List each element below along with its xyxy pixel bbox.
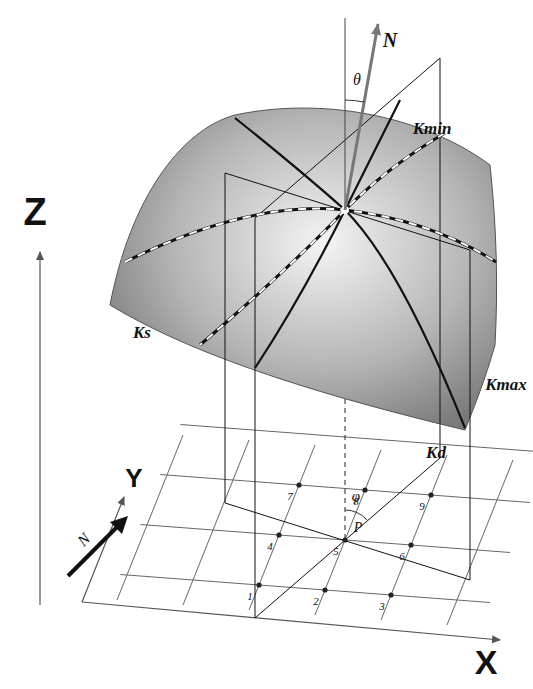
grid-point	[408, 542, 413, 547]
grid-line	[381, 455, 447, 620]
grid-line	[249, 445, 315, 610]
north-label: N	[75, 531, 94, 550]
angle-label: θ	[353, 72, 361, 88]
callout-number: 1	[247, 591, 253, 602]
callout-number: 9	[419, 501, 425, 512]
grid-point	[342, 537, 347, 542]
axis-label: Y	[125, 465, 142, 491]
curvature-label: Kd	[426, 444, 446, 461]
grid-point	[296, 482, 301, 487]
grid-line	[183, 440, 249, 605]
callout-number: 5	[333, 546, 339, 557]
normal-label: N	[383, 30, 397, 50]
grid-point	[428, 492, 433, 497]
point-label: P	[354, 521, 363, 535]
callout-number: 3	[379, 601, 385, 612]
axis-label: Z	[23, 193, 46, 231]
callout-number: 7	[287, 491, 293, 502]
grid-line	[120, 575, 490, 603]
grid-point	[388, 592, 393, 597]
callout-number: 6	[399, 551, 405, 562]
grid-line	[447, 460, 513, 625]
grid-line	[140, 525, 510, 553]
curvature-label: Kmax	[485, 376, 527, 393]
grid-point	[322, 587, 327, 592]
grid-point	[256, 582, 261, 587]
grid-point	[276, 532, 281, 537]
callout-number: 2	[313, 596, 319, 607]
curvature-label: Kmin	[413, 120, 452, 137]
callout-number: 4	[267, 541, 273, 552]
callout-number: 8	[353, 496, 359, 507]
grid-line	[315, 450, 381, 615]
grid-point	[362, 487, 367, 492]
axis-label: X	[475, 645, 498, 679]
grid-line	[180, 425, 533, 453]
curvature-label: Ks	[133, 324, 151, 341]
